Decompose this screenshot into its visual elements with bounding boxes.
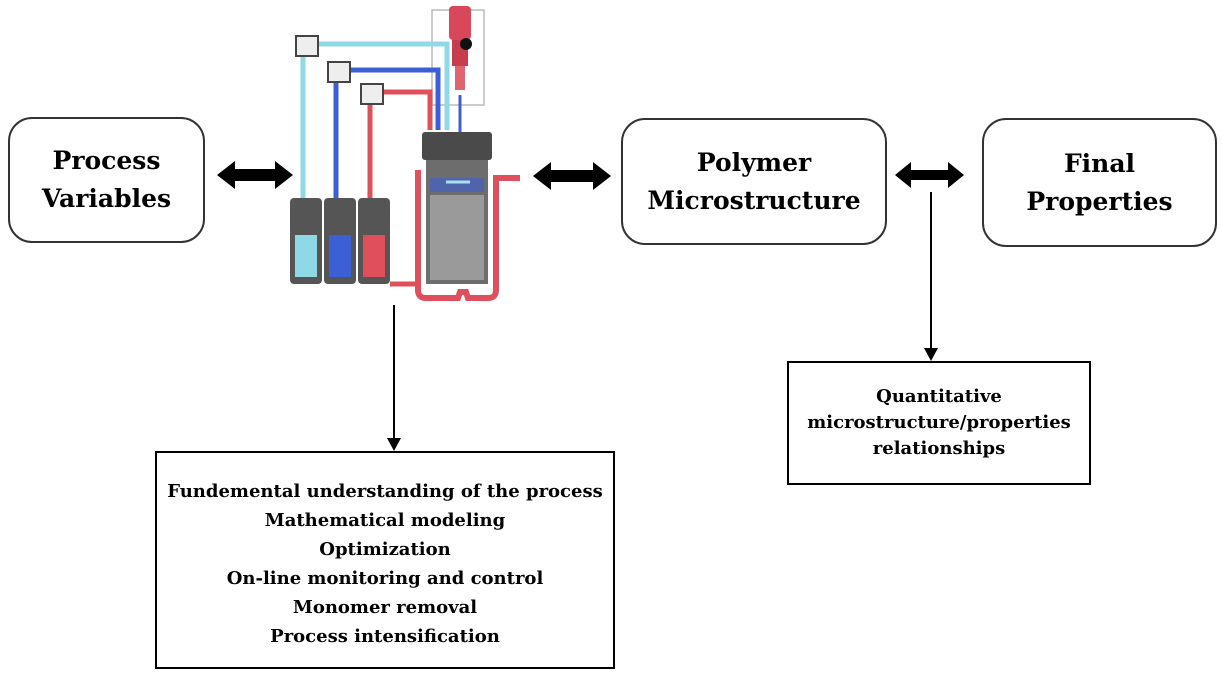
process-variables-box: Process Variables bbox=[8, 117, 205, 243]
quantitative-line-2: microstructure/properties bbox=[807, 412, 1071, 433]
polymer-microstructure-line-1: Polymer bbox=[696, 147, 812, 177]
final-properties-line-2: Properties bbox=[1026, 186, 1173, 216]
quantitative-line-3: relationships bbox=[872, 438, 1006, 459]
double-arrow-process-reactor bbox=[217, 161, 293, 189]
polymer-microstructure-line-2: Microstructure bbox=[647, 185, 861, 215]
fundamental-line-5: Monomer removal bbox=[292, 597, 478, 618]
fundamental-line-3: Optimization bbox=[319, 539, 451, 560]
final-properties-line-1: Final bbox=[1063, 148, 1136, 178]
fundamental-line-2: Mathematical modeling bbox=[264, 510, 506, 531]
quantitative-line-1: Quantitative bbox=[876, 386, 1002, 407]
arrow-to-fundamental-box bbox=[387, 305, 401, 451]
reactor-illustration bbox=[290, 6, 520, 301]
quantitative-relationships-box: Quantitative microstructure/properties r… bbox=[787, 361, 1091, 485]
fundamental-line-6: Process intensification bbox=[270, 626, 500, 647]
fundamental-line-4: On-line monitoring and control bbox=[226, 568, 544, 589]
fundamental-understanding-box: Fundemental understanding of the process… bbox=[155, 451, 615, 669]
arrow-to-quantitative-box bbox=[924, 192, 938, 361]
double-arrow-reactor-polymer bbox=[533, 162, 611, 190]
fundamental-line-1: Fundemental understanding of the process bbox=[167, 481, 603, 502]
process-variables-line-2: Variables bbox=[41, 184, 172, 213]
double-arrow-polymer-final bbox=[895, 162, 964, 188]
polymer-microstructure-box: Polymer Microstructure bbox=[621, 118, 887, 245]
final-properties-box: Final Properties bbox=[982, 118, 1217, 247]
process-variables-line-1: Process bbox=[52, 146, 161, 175]
